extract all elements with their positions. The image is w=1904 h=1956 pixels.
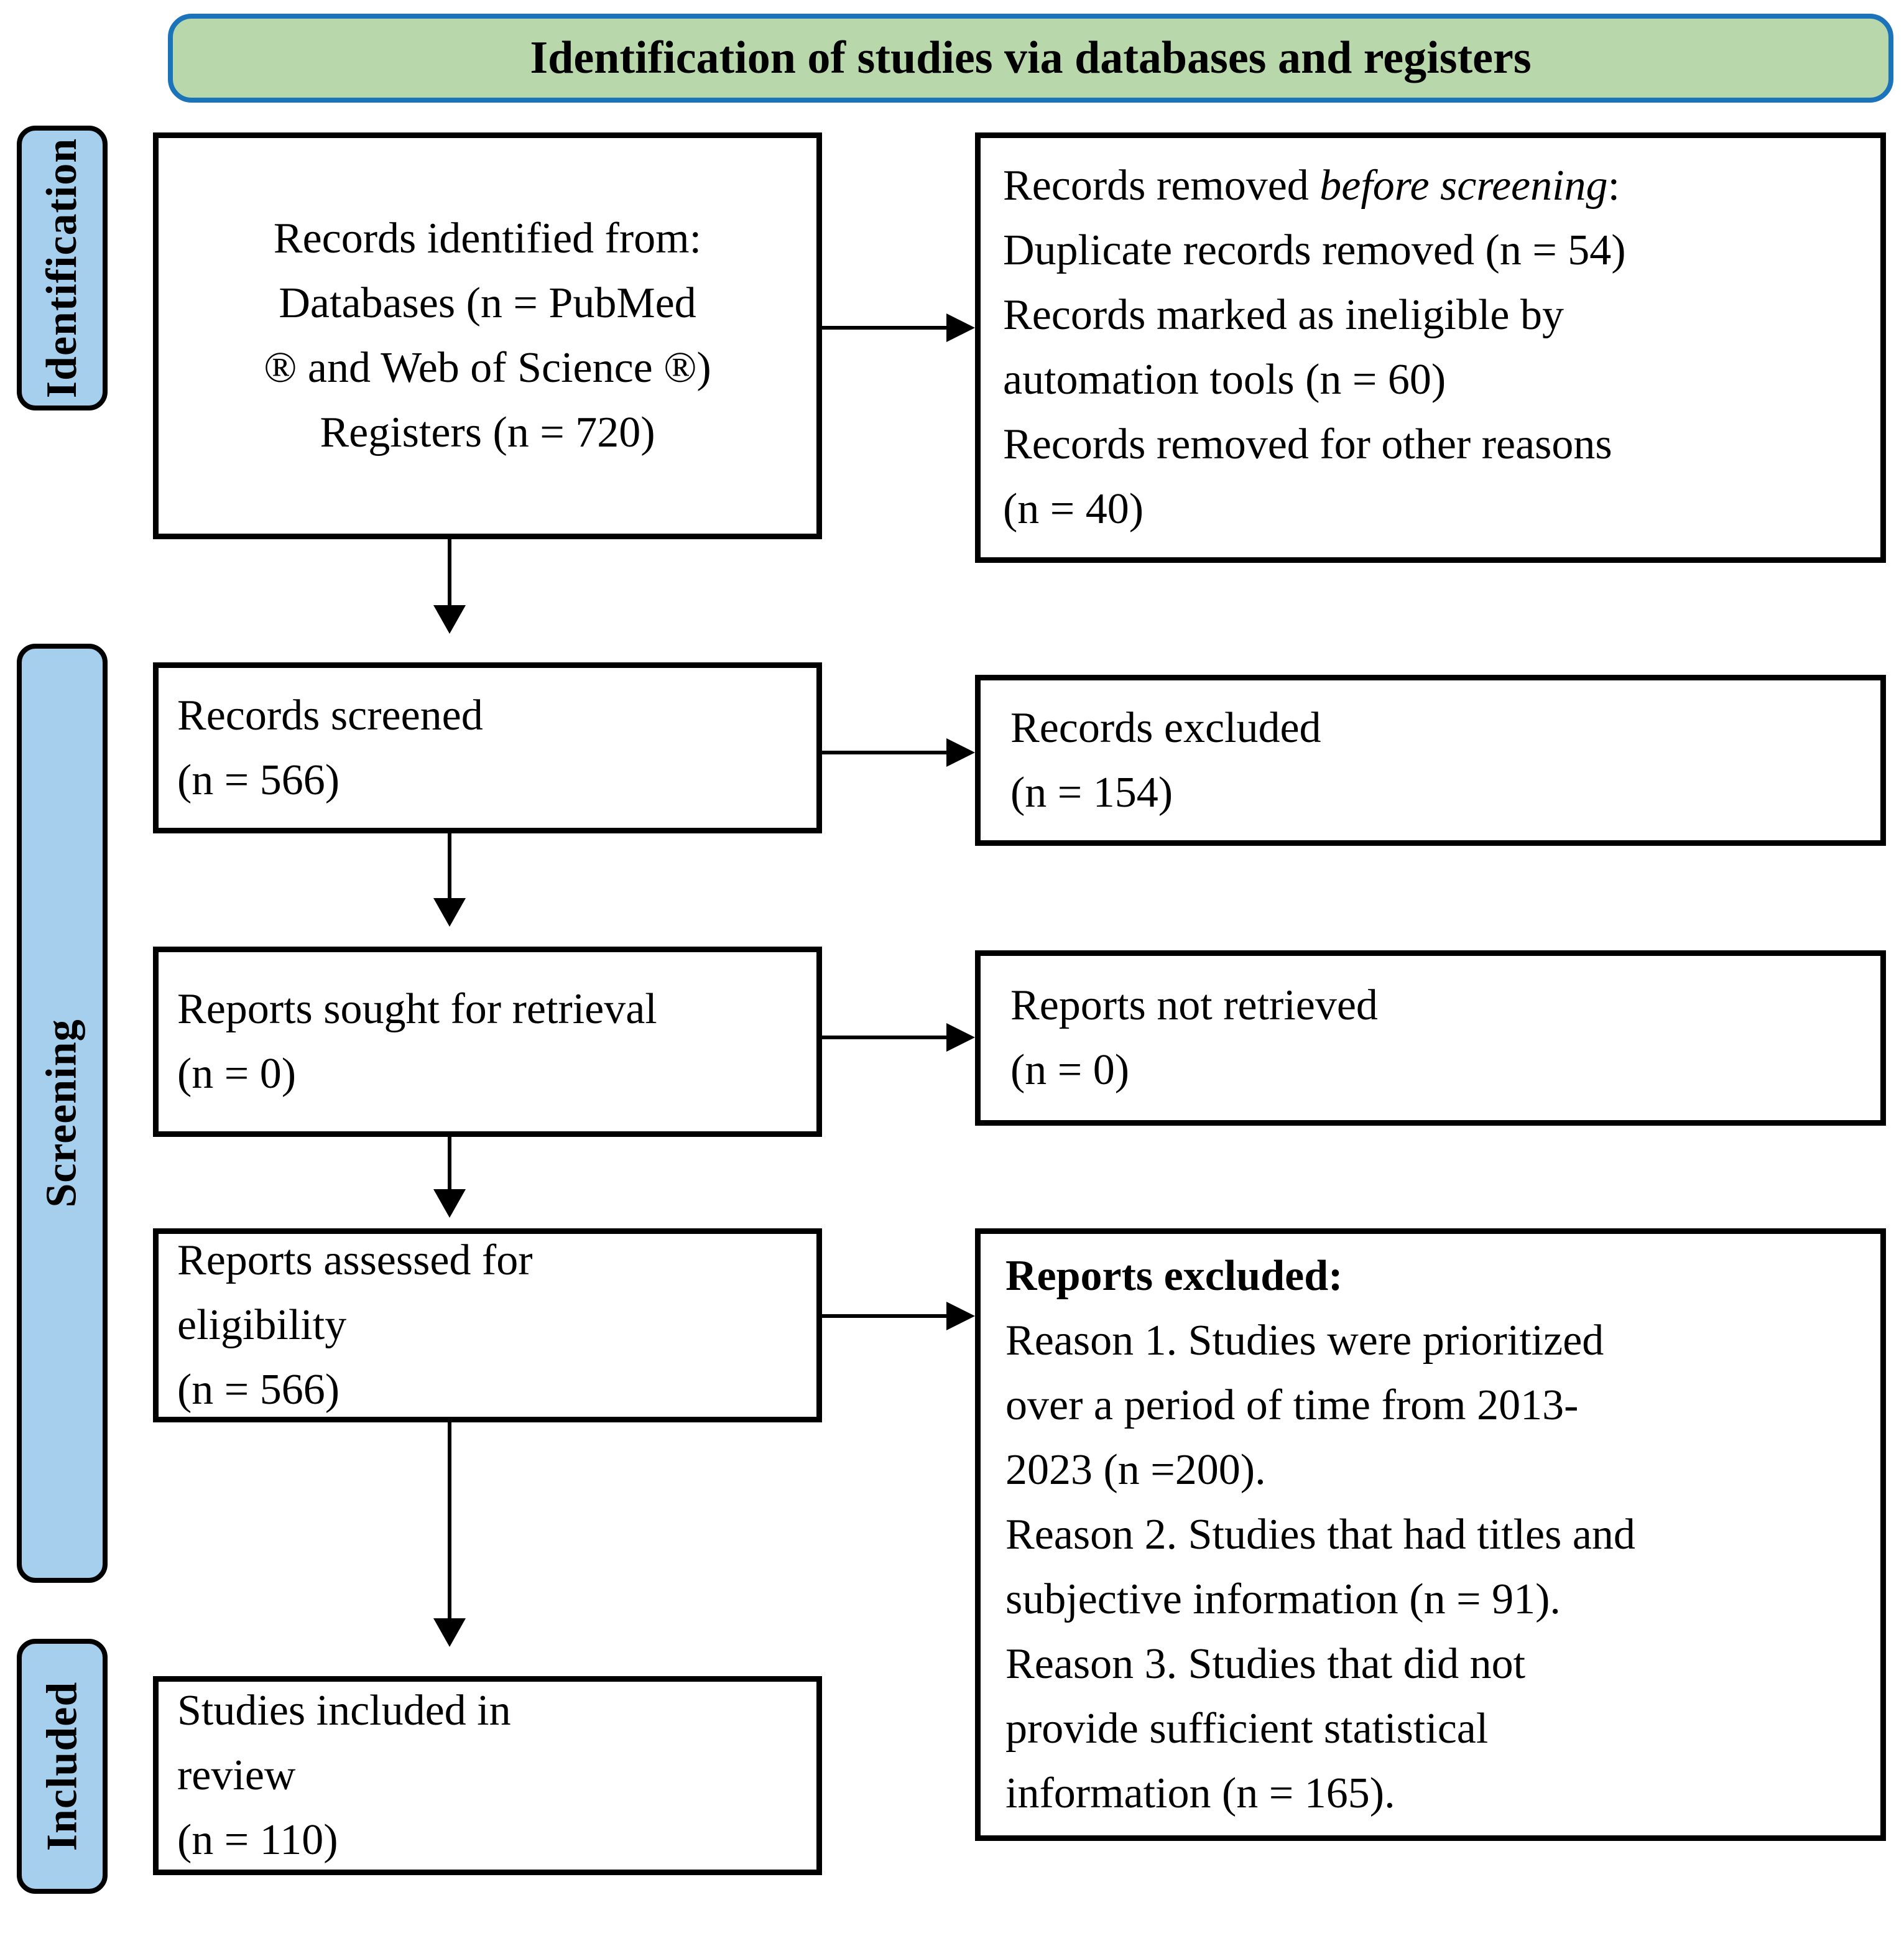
box-records-identified: Records identified from: Databases (n = … [153, 132, 822, 539]
box-reports-excluded-heading: Reports excluded: [1005, 1252, 1343, 1300]
header-banner: Identification of studies via databases … [168, 14, 1893, 103]
records-removed-prefix: Records removed [1003, 162, 1320, 210]
arrow-assessed-to-reports-excluded [822, 1302, 975, 1330]
arrow-identified-to-removed [822, 313, 975, 342]
box-reports-assessed-text: Reports assessed for eligibility (n = 56… [177, 1236, 533, 1414]
records-removed-emphasis: before screening [1319, 162, 1608, 210]
stage-label-identification-text: Identification [38, 137, 86, 399]
box-records-excluded: Records excluded (n = 154) [975, 675, 1886, 846]
box-reports-not-retrieved: Reports not retrieved (n = 0) [975, 950, 1886, 1126]
stage-label-identification: Identification [17, 126, 108, 410]
arrow-assessed-to-included-shaft [448, 1422, 451, 1618]
box-records-removed-details: Duplicate records removed (n = 54) Recor… [1003, 226, 1626, 533]
arrow-screened-to-sought-shaft [448, 833, 451, 898]
diagram-title: Identification of studies via databases … [530, 32, 1532, 83]
box-records-excluded-text: Records excluded (n = 154) [1010, 703, 1321, 817]
stage-label-included-text: Included [38, 1681, 86, 1852]
arrow-identified-to-screened-shaft [448, 539, 451, 605]
box-reports-assessed: Reports assessed for eligibility (n = 56… [153, 1228, 822, 1422]
arrow-identified-to-removed-shaft [822, 326, 946, 330]
stage-label-screening-text: Screening [38, 1019, 86, 1208]
box-studies-included: Studies included in review (n = 110) [153, 1676, 822, 1875]
arrow-assessed-to-reports-excluded-shaft [822, 1314, 946, 1318]
arrow-assessed-to-included-head [433, 1618, 466, 1647]
arrow-screened-to-sought-head [433, 898, 466, 927]
arrow-sought-to-assessed-shaft [448, 1137, 451, 1189]
arrow-identified-to-removed-head [946, 313, 975, 342]
arrow-assessed-to-included [433, 1422, 466, 1647]
arrow-screened-to-excluded-head [946, 738, 975, 767]
arrow-assessed-to-reports-excluded-head [946, 1302, 975, 1330]
box-reports-sought-text: Reports sought for retrieval (n = 0) [177, 985, 657, 1098]
stage-label-included: Included [17, 1639, 108, 1894]
arrow-screened-to-excluded [822, 738, 975, 767]
arrow-identified-to-screened [433, 539, 466, 634]
arrow-sought-to-assessed [433, 1137, 466, 1218]
box-records-screened-text: Records screened (n = 566) [177, 691, 483, 804]
arrow-screened-to-sought [433, 833, 466, 927]
box-reports-excluded-reasons: Reason 1. Studies were prioritized over … [1005, 1317, 1635, 1817]
box-records-screened: Records screened (n = 566) [153, 662, 822, 833]
box-reports-excluded: Reports excluded: Reason 1. Studies were… [975, 1228, 1886, 1841]
box-studies-included-text: Studies included in review (n = 110) [177, 1687, 511, 1864]
arrow-screened-to-excluded-shaft [822, 751, 946, 754]
box-records-removed-line1: Records removed before screening: [1003, 154, 1874, 218]
box-reports-sought: Reports sought for retrieval (n = 0) [153, 947, 822, 1137]
box-records-identified-text: Records identified from: Databases (n = … [264, 215, 711, 457]
arrow-sought-to-not-retrieved [822, 1023, 975, 1052]
arrow-sought-to-assessed-head [433, 1189, 466, 1218]
arrow-sought-to-not-retrieved-head [946, 1023, 975, 1052]
box-reports-not-retrieved-text: Reports not retrieved (n = 0) [1010, 981, 1378, 1094]
stage-label-screening: Screening [17, 644, 108, 1583]
box-records-removed: Records removed before screening: Duplic… [975, 132, 1886, 563]
records-removed-suffix: : [1607, 162, 1620, 210]
arrow-identified-to-screened-head [433, 605, 466, 634]
arrow-sought-to-not-retrieved-shaft [822, 1036, 946, 1039]
